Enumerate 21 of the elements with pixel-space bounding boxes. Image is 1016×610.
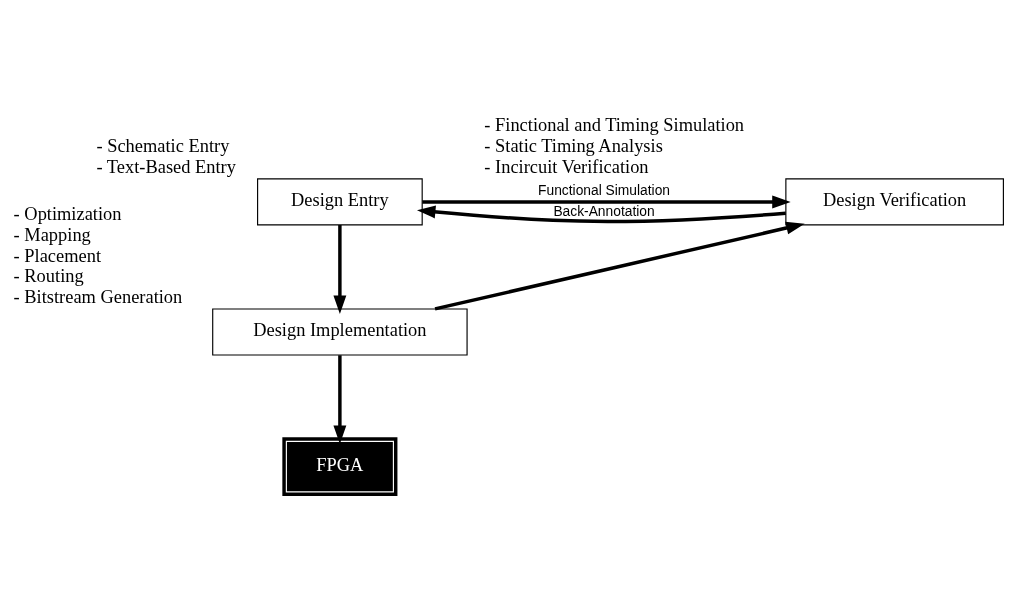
- node-label: - Routing: [13, 265, 84, 286]
- node-label: - Placement: [13, 245, 101, 266]
- edge-label: Back-Annotation: [552, 202, 655, 219]
- arrow: [332, 224, 346, 314]
- node-label: - Finctional and Timing Simulation: [483, 114, 744, 135]
- node-label: - Text-Based Entry: [95, 156, 236, 177]
- node-box: Design Entry: [256, 177, 423, 225]
- node-label: - Optimization: [13, 203, 121, 224]
- arrow: [416, 205, 786, 223]
- arrow: [421, 194, 791, 208]
- node-box: FPGA: [281, 436, 397, 496]
- node-label: - Mapping: [13, 224, 91, 245]
- arrow: [332, 354, 346, 444]
- node-label: - Schematic Entry: [95, 135, 229, 156]
- node-label: - Bitstream Generation: [13, 286, 182, 307]
- node-label: - Static Timing Analysis: [483, 135, 663, 156]
- arrow: [434, 221, 805, 311]
- node-box: Design Implementation: [211, 307, 468, 356]
- edge-label: Functional Simulation: [537, 181, 670, 198]
- node-label: - Incircuit Verification: [483, 156, 649, 177]
- node-box: Design Verification: [784, 177, 1004, 225]
